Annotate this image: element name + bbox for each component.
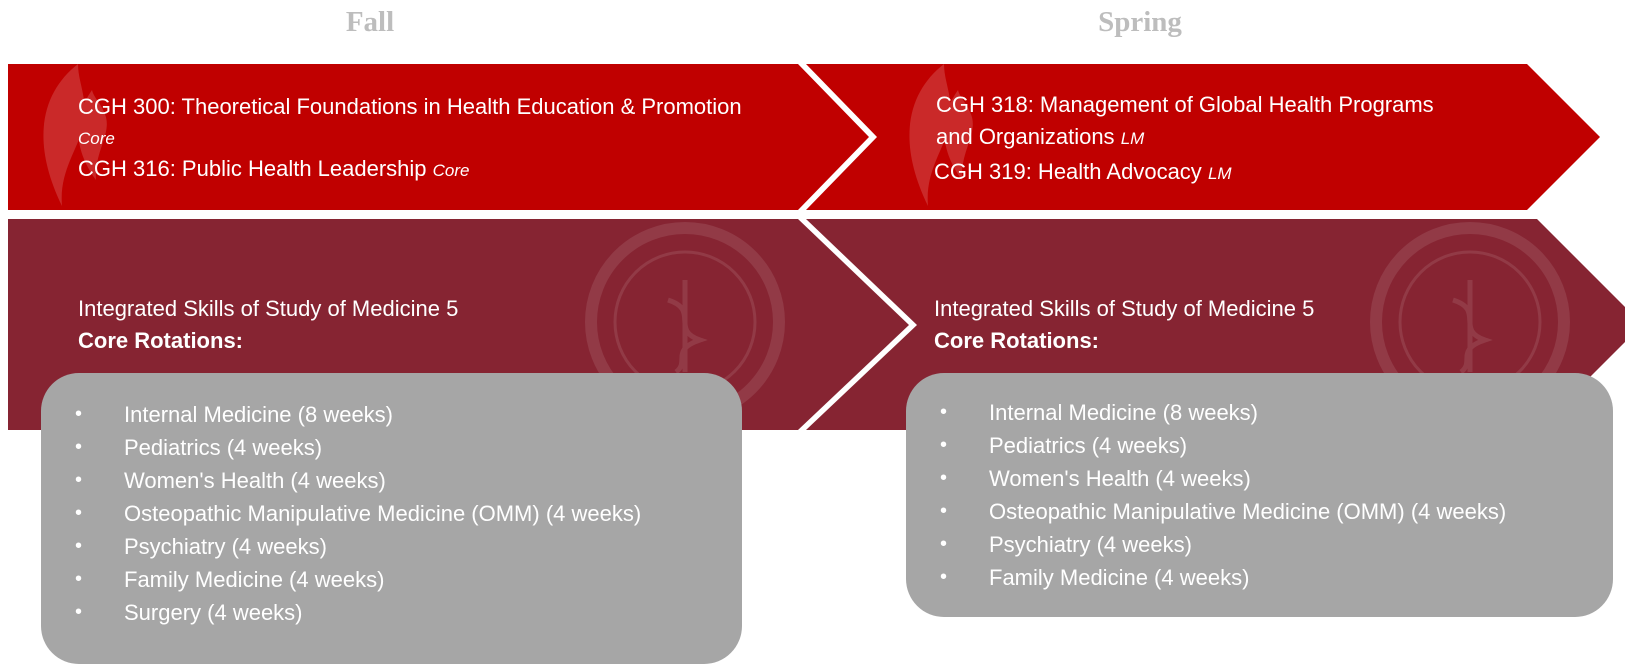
rotation-item: • Osteopathic Manipulative Medicine (OMM)…: [41, 497, 742, 530]
rotation-label: Women's Health (4 weeks): [989, 466, 1251, 491]
rotation-item: • Surgery (4 weeks): [41, 596, 742, 629]
course-cgh300: CGH 300: Theoretical Foundations in Heal…: [78, 92, 818, 154]
rotation-item: • Family Medicine (4 weeks): [41, 563, 742, 596]
fall-rotations-box: • Internal Medicine (8 weeks) • Pediatrics …: [41, 373, 742, 664]
flame-icon: [43, 64, 107, 206]
rotation-label: Osteopathic Manipulative Medicine (OMM) …: [989, 499, 1507, 524]
course-tag: LM: [1207, 164, 1232, 183]
bullet-icon: •: [75, 403, 83, 425]
program-subtitle: Core Rotations:: [934, 328, 1099, 353]
bullet-icon: •: [75, 436, 83, 458]
spring-courses: CGH 318: Management of Global Health Pro…: [936, 89, 1536, 155]
rotation-item: • Psychiatry (4 weeks): [906, 528, 1613, 561]
program-title: Integrated Skills of Study of Medicine 5: [934, 296, 1315, 321]
fall-rotations-list: • Internal Medicine (8 weeks) • Pediatrics …: [41, 373, 742, 629]
course-title: CGH 300: Theoretical Foundations in Heal…: [78, 94, 742, 119]
bullet-icon: •: [75, 469, 83, 491]
spring-program: Integrated Skills of Study of Medicine 5…: [934, 293, 1314, 357]
rotation-label: Psychiatry (4 weeks): [124, 534, 327, 559]
spring-course-banner: [806, 64, 1600, 210]
course-cgh316: CGH 316: Public Health Leadership Core: [78, 154, 818, 186]
rotation-label: Surgery (4 weeks): [124, 600, 303, 625]
rotation-label: Pediatrics (4 weeks): [124, 435, 323, 460]
rotation-label: Family Medicine (4 weeks): [989, 565, 1250, 590]
rotation-item: • Women's Health (4 weeks): [41, 464, 742, 497]
bullet-icon: •: [940, 401, 948, 423]
bullet-icon: •: [940, 467, 948, 489]
bullet-icon: •: [75, 535, 83, 557]
rotation-item: • Internal Medicine (8 weeks): [41, 398, 742, 431]
rotation-label: Women's Health (4 weeks): [124, 468, 386, 493]
course-tag: Core: [432, 161, 470, 180]
fall-courses: CGH 300: Theoretical Foundations in Heal…: [78, 92, 818, 186]
course-title: CGH 319: Health Advocacy: [934, 159, 1202, 184]
spring-rotations-list: • Internal Medicine (8 weeks) • Pediatrics …: [906, 373, 1613, 594]
bullet-icon: •: [75, 601, 83, 623]
course-title: CGH 316: Public Health Leadership: [78, 156, 427, 181]
fall-course-banner: [8, 64, 869, 210]
rotation-item: • Pediatrics (4 weeks): [906, 429, 1613, 462]
program-subtitle: Core Rotations:: [78, 328, 243, 353]
rotation-item: • Family Medicine (4 weeks): [906, 561, 1613, 594]
course-tag: Core: [78, 129, 115, 148]
course-title: CGH 318: Management of Global Health Pro…: [936, 92, 1434, 117]
rotation-item: • Pediatrics (4 weeks): [41, 431, 742, 464]
bullet-icon: •: [940, 566, 948, 588]
bullet-icon: •: [940, 500, 948, 522]
rotation-label: Internal Medicine (8 weeks): [124, 402, 394, 427]
rotation-label: Psychiatry (4 weeks): [989, 532, 1192, 557]
rotation-label: Osteopathic Manipulative Medicine (OMM) …: [124, 501, 642, 526]
bullet-icon: •: [940, 533, 948, 555]
rotation-label: Pediatrics (4 weeks): [989, 433, 1188, 458]
flame-icon: [909, 64, 973, 206]
course-tag: LM: [1120, 129, 1145, 148]
bullet-icon: •: [75, 502, 83, 524]
spring-heading: Spring: [1098, 6, 1182, 38]
rotation-label: Family Medicine (4 weeks): [124, 567, 385, 592]
course-cgh319: CGH 319: Health Advocacy LM: [934, 156, 1534, 190]
rotation-item: • Women's Health (4 weeks): [906, 462, 1613, 495]
bullet-icon: •: [75, 568, 83, 590]
rotation-item: • Psychiatry (4 weeks): [41, 530, 742, 563]
course-cgh318: CGH 318: Management of Global Health Pro…: [936, 89, 1536, 155]
program-title: Integrated Skills of Study of Medicine 5: [78, 296, 459, 321]
rotation-label: Internal Medicine (8 weeks): [989, 400, 1259, 425]
fall-heading: Fall: [345, 6, 395, 38]
fall-program: Integrated Skills of Study of Medicine 5…: [78, 293, 458, 357]
rotation-item: • Internal Medicine (8 weeks): [906, 396, 1613, 429]
course-title-cont: and Organizations: [936, 124, 1115, 149]
rotation-item: • Osteopathic Manipulative Medicine (OMM)…: [906, 495, 1613, 528]
bullet-icon: •: [940, 434, 948, 456]
spring-rotations-box: • Internal Medicine (8 weeks) • Pediatrics …: [906, 373, 1613, 617]
